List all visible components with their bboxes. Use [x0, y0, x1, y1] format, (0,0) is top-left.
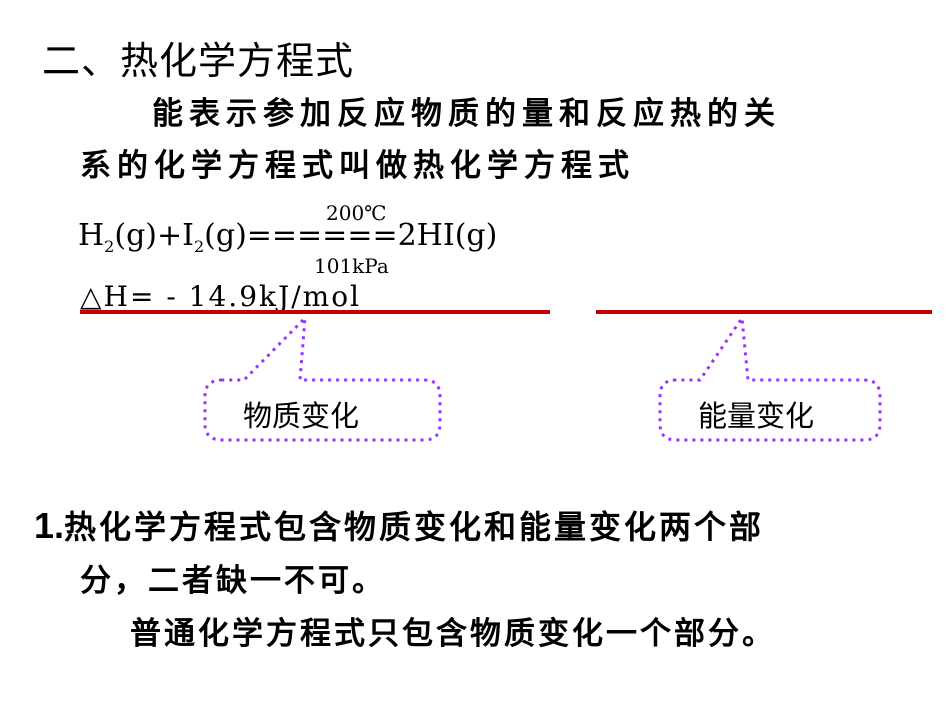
point-1-line-2: 分，二者缺一不可。 [80, 563, 386, 599]
equation-part-1: (g)+I [114, 218, 194, 253]
equation-part-2: (g)======2HI(g) [204, 218, 498, 253]
definition-line-2: 系的化学方程式叫做热化学方程式 [80, 148, 635, 184]
point-1-line-1: 1.热化学方程式包含物质变化和能量变化两个部 [34, 502, 764, 548]
equation-i-subscript: 2 [193, 237, 205, 256]
callout-energy-change: 能量变化 [698, 399, 815, 433]
callout-matter-change: 物质变化 [243, 399, 360, 433]
enthalpy-change: △H= - 14.9kJ/mol [80, 280, 362, 313]
equation-h-subscript: 2 [104, 237, 115, 256]
point-1-text: 热化学方程式包含物质变化和能量变化两个部 [64, 508, 765, 546]
point-number: 1. [34, 505, 65, 546]
reaction-condition-pressure: 101kPa [314, 254, 389, 278]
callout-bubble-left [203, 314, 442, 442]
page-title: 二、热化学方程式 [42, 39, 355, 83]
definition-line-1: 能表示参加反应物质的量和反应热的关 [152, 96, 781, 132]
equation-h: H [78, 218, 105, 253]
reaction-condition-temperature: 200℃ [326, 201, 387, 225]
chemical-equation: H2(g)+I2(g)======2HI(g) [78, 218, 497, 256]
callout-bubble-right [658, 313, 882, 442]
point-1-line-3: 普通化学方程式只包含物质变化一个部分。 [130, 616, 776, 652]
